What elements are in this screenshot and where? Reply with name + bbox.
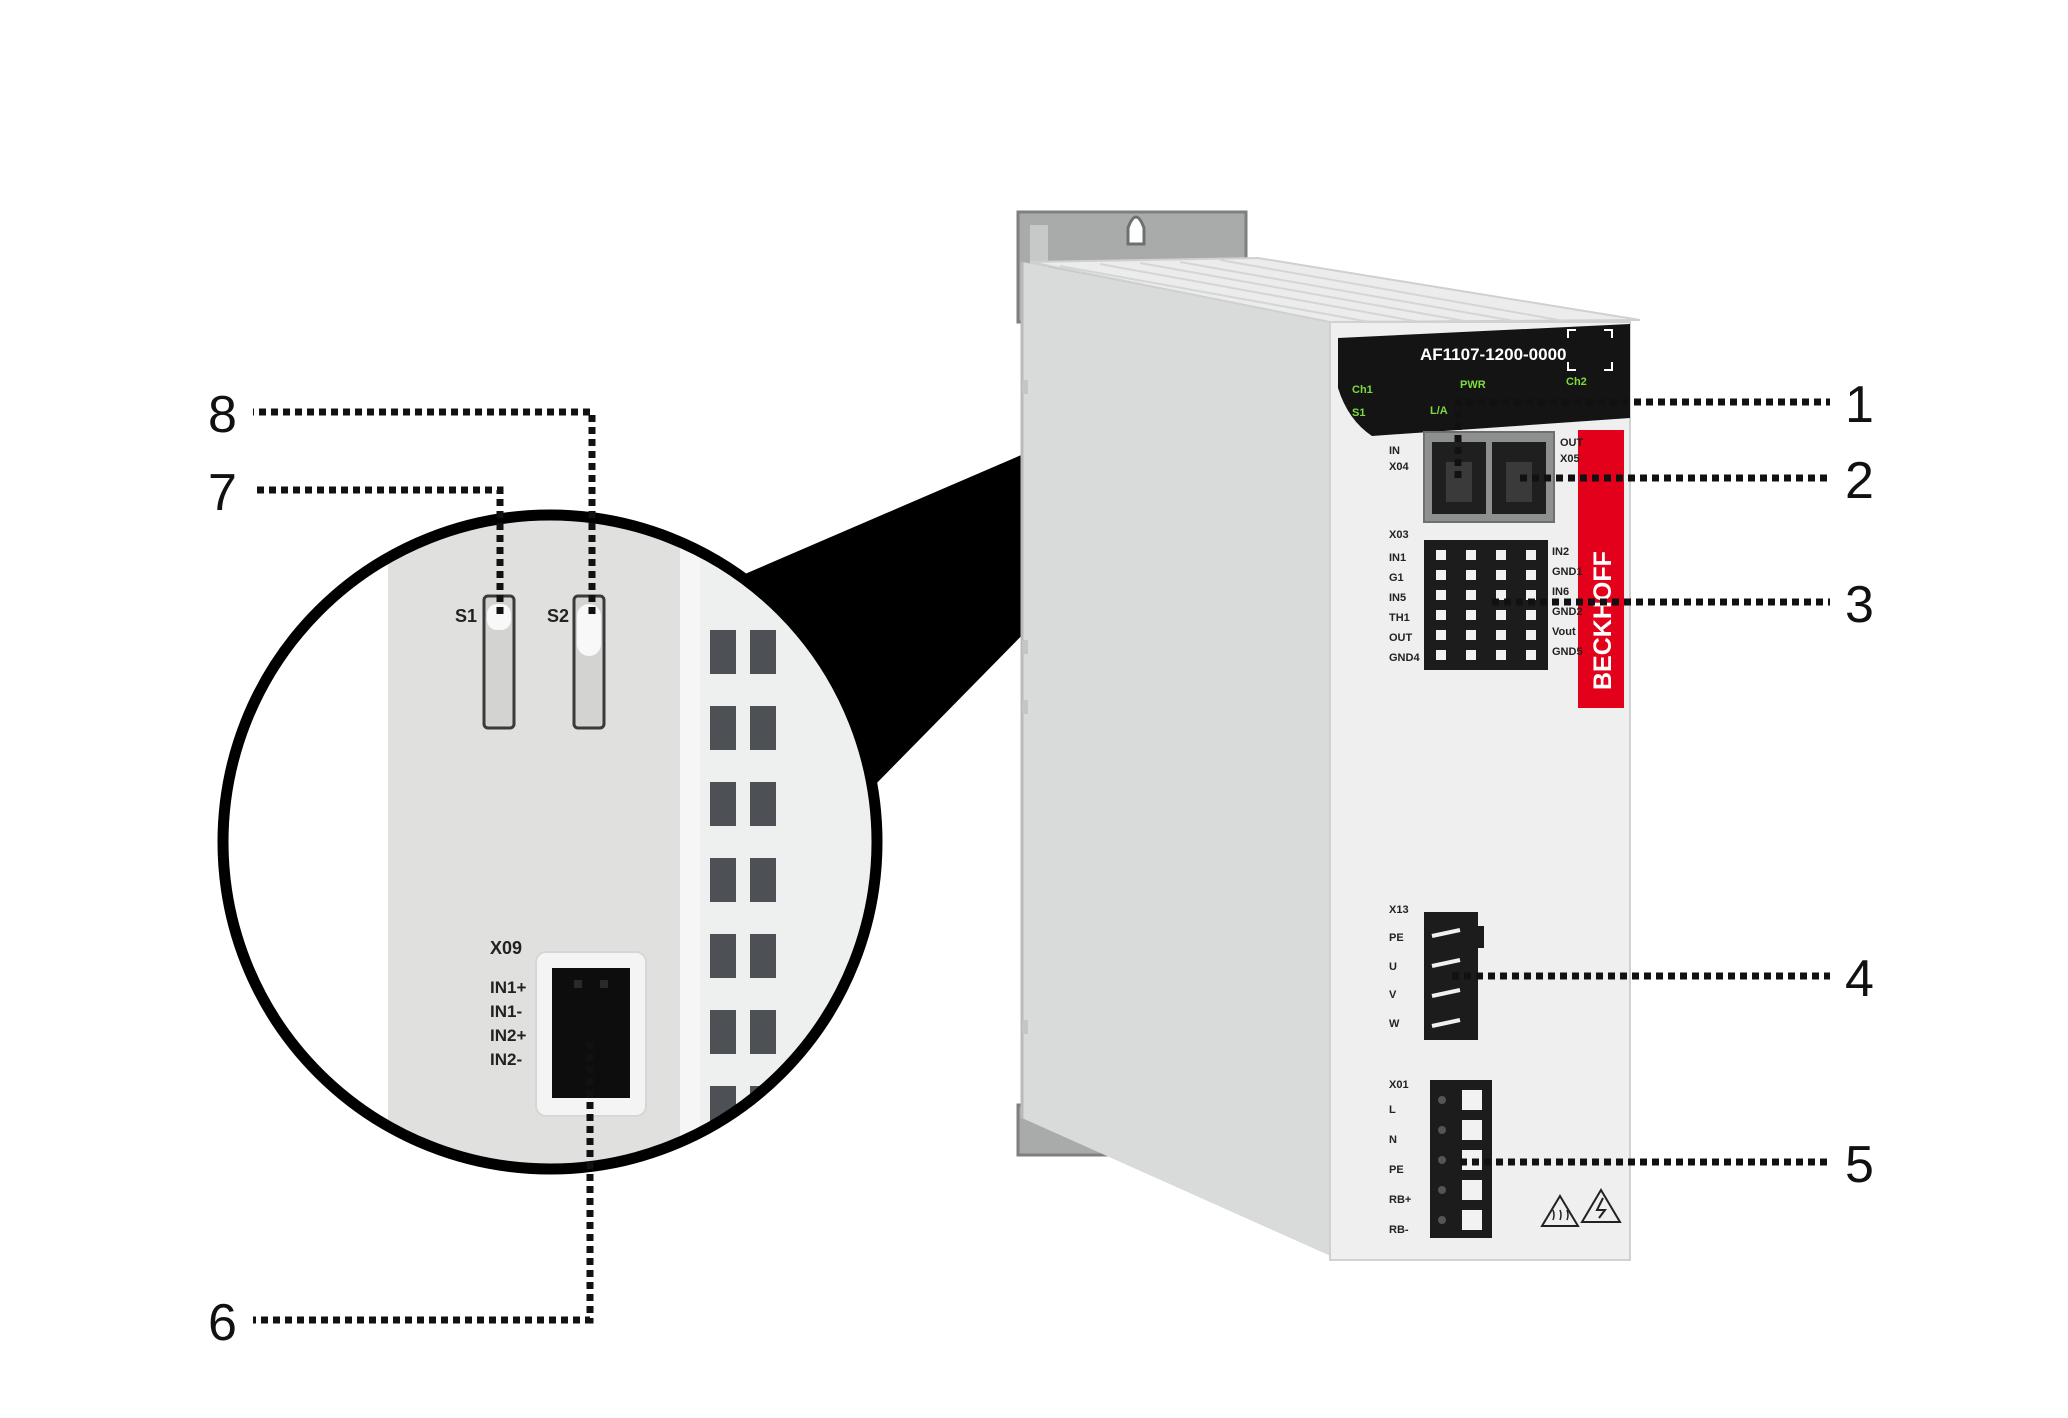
svg-text:S1: S1 bbox=[1352, 407, 1365, 419]
model-label: AF1107-1200-0000 bbox=[1420, 345, 1567, 364]
callout-4: 4 bbox=[1845, 950, 1874, 1008]
svg-text:GND1: GND1 bbox=[1552, 566, 1583, 578]
svg-text:PE: PE bbox=[1389, 1164, 1404, 1176]
leader-line-6 bbox=[253, 1042, 594, 1324]
electric-shock-warning-icon bbox=[1580, 1188, 1622, 1223]
leader-line-7 bbox=[253, 486, 504, 614]
svg-text:X04: X04 bbox=[1389, 461, 1409, 473]
svg-text:X03: X03 bbox=[1389, 529, 1409, 541]
svg-text:IN6: IN6 bbox=[1552, 586, 1569, 598]
svg-text:IN2+: IN2+ bbox=[490, 1026, 526, 1045]
callout-2: 2 bbox=[1845, 452, 1874, 510]
svg-text:IN2-: IN2- bbox=[490, 1050, 522, 1069]
svg-text:Ch1: Ch1 bbox=[1352, 384, 1373, 396]
switch-s1-label: S1 bbox=[455, 606, 477, 626]
callout-numbers: 1 2 3 4 5 6 7 8 bbox=[208, 376, 1874, 1352]
callout-1: 1 bbox=[1845, 376, 1874, 434]
callout-7: 7 bbox=[208, 464, 237, 522]
svg-text:TH1: TH1 bbox=[1389, 612, 1410, 624]
svg-text:X05: X05 bbox=[1560, 453, 1580, 465]
top-cap bbox=[1338, 324, 1630, 436]
svg-text:PE: PE bbox=[1389, 932, 1404, 944]
io-connector-x03[interactable] bbox=[1424, 540, 1548, 670]
callout-8: 8 bbox=[208, 386, 237, 444]
zoom-detail: S1 S2 X09 IN1+ IN1- IN2+ IN2- bbox=[217, 509, 883, 1175]
svg-text:G1: G1 bbox=[1389, 572, 1404, 584]
svg-text:X13: X13 bbox=[1389, 904, 1409, 916]
brand-logo: BECKHOFF bbox=[1589, 551, 1617, 690]
io-connector-x09[interactable] bbox=[535, 951, 647, 1117]
svg-text:IN: IN bbox=[1389, 445, 1400, 457]
side-panel bbox=[1022, 262, 1335, 1258]
svg-text:PWR: PWR bbox=[1460, 379, 1486, 391]
qr-corner-marks bbox=[1567, 329, 1613, 371]
svg-text:IN1: IN1 bbox=[1389, 552, 1406, 564]
svg-text:IN1+: IN1+ bbox=[490, 978, 526, 997]
svg-text:OUT: OUT bbox=[1389, 632, 1413, 644]
zoom-circle-border bbox=[217, 509, 883, 1175]
x09-label: X09 bbox=[490, 938, 522, 958]
svg-text:Vout: Vout bbox=[1552, 626, 1576, 638]
callout-6: 6 bbox=[208, 1294, 237, 1352]
svg-text:Ch2: Ch2 bbox=[1566, 376, 1587, 388]
slide-switch-s2[interactable] bbox=[572, 594, 606, 730]
leader-line-1 bbox=[1454, 398, 1830, 478]
svg-text:OUT: OUT bbox=[1560, 437, 1584, 449]
svg-text:GND2: GND2 bbox=[1552, 606, 1583, 618]
leader-lines bbox=[253, 398, 1830, 1324]
hot-surface-warning-icon bbox=[1540, 1194, 1580, 1227]
switch-s2-label: S2 bbox=[547, 606, 569, 626]
callout-3: 3 bbox=[1845, 576, 1874, 634]
svg-text:V: V bbox=[1389, 989, 1397, 1001]
svg-text:X01: X01 bbox=[1389, 1079, 1409, 1091]
svg-text:IN1-: IN1- bbox=[490, 1002, 522, 1021]
svg-text:RB+: RB+ bbox=[1389, 1194, 1411, 1206]
slide-switch-s1[interactable] bbox=[482, 594, 516, 730]
svg-text:L: L bbox=[1389, 1104, 1396, 1116]
motor-connector-x13[interactable] bbox=[1424, 912, 1484, 1040]
svg-text:IN2: IN2 bbox=[1552, 546, 1569, 558]
svg-text:GND4: GND4 bbox=[1389, 652, 1420, 664]
servo-drive: AF1107-1200-0000 Ch1 PWR Ch2 S1 L/A BECK… bbox=[1016, 210, 1641, 1261]
svg-text:L/A: L/A bbox=[1430, 405, 1448, 417]
svg-text:GND5: GND5 bbox=[1552, 646, 1583, 658]
svg-text:IN5: IN5 bbox=[1389, 592, 1406, 604]
svg-text:RB-: RB- bbox=[1389, 1224, 1409, 1236]
led-labels: Ch1 PWR Ch2 S1 L/A bbox=[1352, 376, 1587, 419]
svg-text:W: W bbox=[1389, 1018, 1400, 1030]
callout-5: 5 bbox=[1845, 1136, 1874, 1194]
svg-text:U: U bbox=[1389, 961, 1397, 973]
svg-text:N: N bbox=[1389, 1134, 1397, 1146]
